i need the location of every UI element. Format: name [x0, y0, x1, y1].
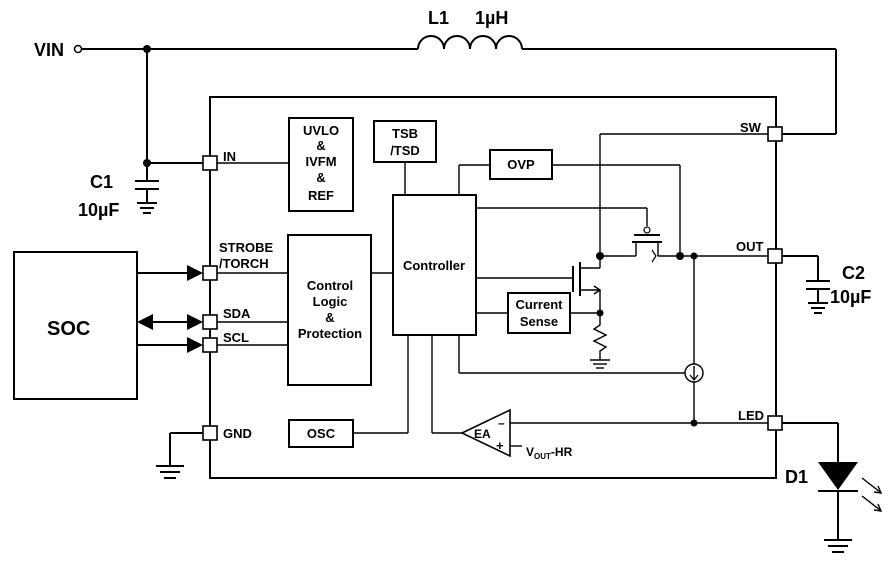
control-logic-line2: Logic [313, 294, 348, 309]
pin-in [202, 155, 218, 171]
vref-sub: OUT [534, 452, 551, 461]
vref-label: VOUT-HR [526, 445, 573, 461]
pin-out [767, 248, 783, 264]
c2-ref: C2 [842, 263, 865, 283]
vin-terminal: VIN [34, 40, 83, 60]
current-source-icon [684, 363, 704, 383]
d1-ref: D1 [785, 467, 808, 487]
control-logic-block [287, 234, 372, 386]
nmos-switch [572, 256, 602, 296]
pin-scl-label: SCL [223, 330, 249, 345]
capacitor-c2 [806, 280, 830, 314]
uvlo-line4: & [316, 170, 325, 185]
inductor-l1 [417, 35, 523, 50]
uvlo-line3: IVFM [305, 154, 336, 169]
ea-minus: – [498, 416, 505, 430]
vin-label: VIN [34, 40, 64, 60]
sense-ground-icon [590, 359, 610, 369]
pin-scl [202, 337, 218, 353]
current-sense-line1: Current [516, 297, 564, 312]
ea-plus: + [496, 438, 504, 453]
current-sense-block [507, 292, 571, 334]
capacitor-c1 [135, 180, 159, 214]
osc-block [288, 419, 354, 448]
c1-value: 10µF [78, 200, 119, 220]
pin-led-label: LED [738, 408, 764, 423]
current-sense-line2: Sense [520, 314, 558, 329]
tsb-line1: TSB [392, 126, 418, 141]
soc-label: SOC [47, 318, 90, 340]
vref-main: V [526, 445, 534, 459]
uvlo-line5: REF [308, 188, 334, 203]
pin-in-label: IN [223, 149, 236, 164]
pin-gnd-label: GND [223, 426, 252, 441]
l1-value: 1µH [475, 8, 508, 28]
uvlo-block [288, 117, 354, 212]
soc-block [13, 251, 138, 400]
vref-suffix: -HR [551, 445, 573, 459]
tsb-block [373, 120, 437, 163]
error-amplifier [460, 408, 511, 458]
ovp-label: OVP [507, 157, 535, 172]
pin-strobe-label1: STROBE [219, 240, 274, 255]
pin-strobe [202, 265, 218, 281]
pin-strobe-label2: /TORCH [219, 256, 269, 271]
sense-resistor [592, 313, 608, 360]
pmos-switch [630, 226, 680, 263]
pin-out-label: OUT [736, 239, 764, 254]
l1-ref: L1 [428, 8, 449, 28]
controller-block [392, 194, 477, 336]
ovp-block [489, 149, 553, 180]
ic-outline [209, 96, 777, 479]
pin-led [767, 415, 783, 431]
c2-value: 10µF [830, 287, 871, 307]
pin-sw-label: SW [740, 120, 762, 135]
led-ground-icon [824, 539, 852, 553]
tsb-line2: /TSD [390, 143, 420, 158]
control-logic-line3: & [325, 310, 334, 325]
pin-sda-label: SDA [223, 306, 251, 321]
c1-ref: C1 [90, 172, 113, 192]
ea-label: EA [474, 427, 491, 441]
controller-label: Controller [403, 258, 465, 273]
uvlo-line1: UVLO [303, 123, 339, 138]
ground-icon [156, 465, 184, 479]
pin-gnd [202, 425, 218, 441]
led-diode-d1 [818, 462, 883, 540]
pin-sda [202, 314, 218, 330]
uvlo-line2: & [316, 138, 325, 153]
control-logic-line1: Control [307, 278, 353, 293]
control-logic-line4: Protection [298, 326, 362, 341]
pin-sw [767, 126, 783, 142]
osc-label: OSC [307, 426, 336, 441]
